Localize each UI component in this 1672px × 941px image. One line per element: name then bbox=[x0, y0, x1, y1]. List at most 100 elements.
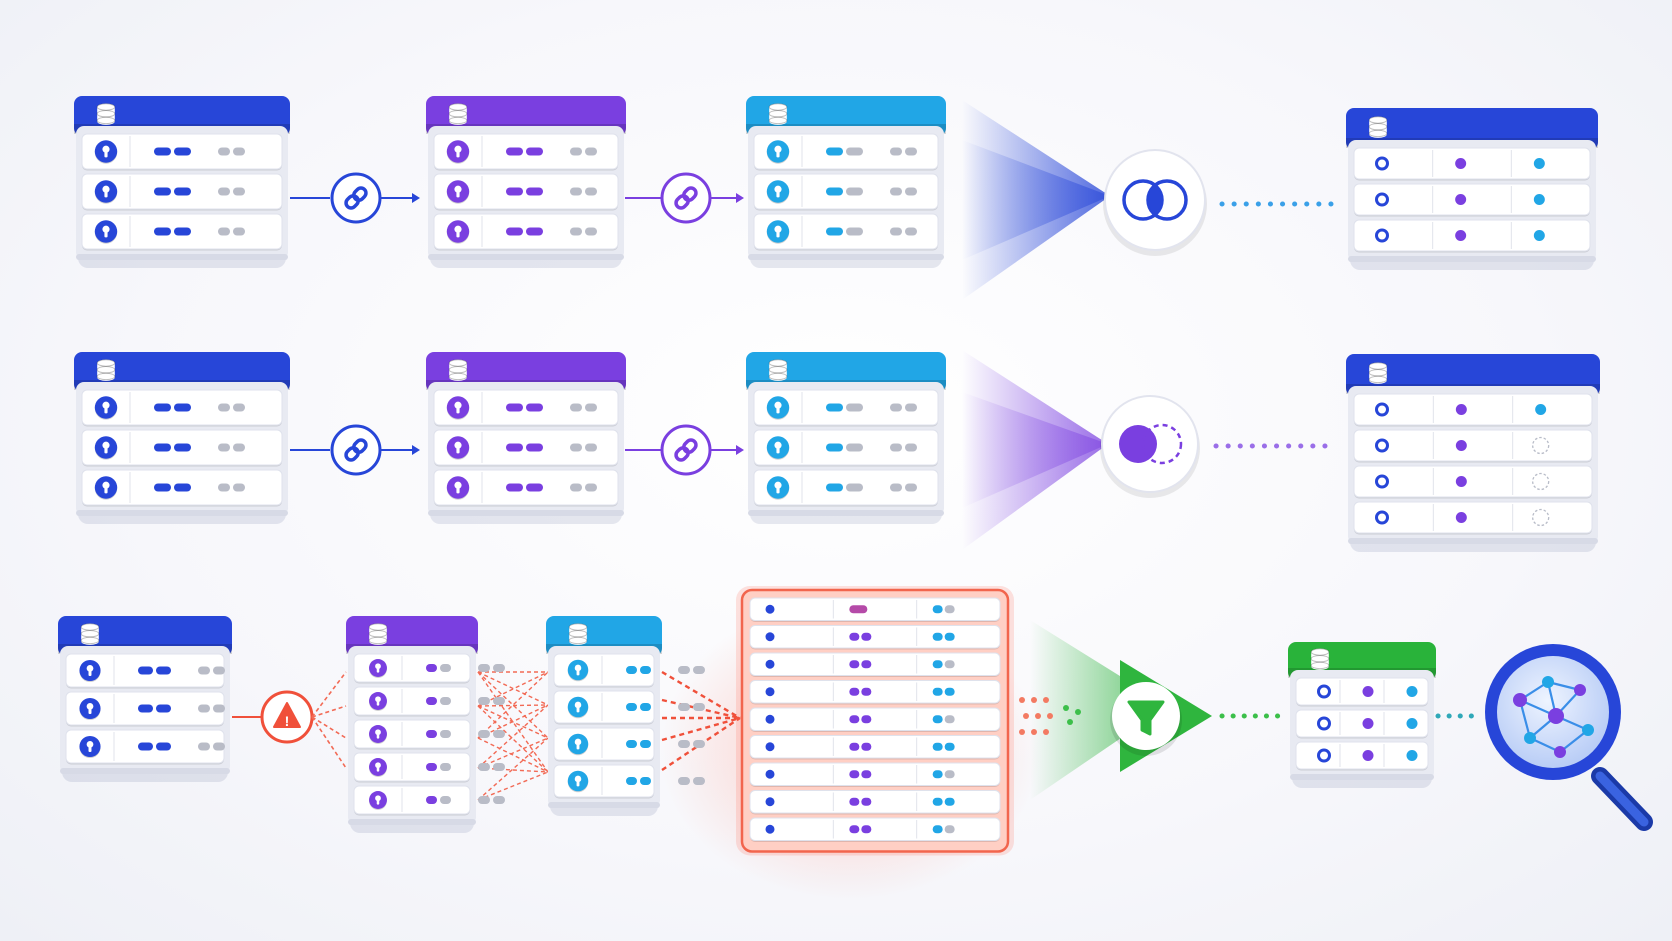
table-users[interactable] bbox=[58, 616, 232, 782]
table-row[interactable] bbox=[353, 785, 505, 816]
table-row[interactable] bbox=[81, 389, 283, 427]
key-icon bbox=[766, 140, 790, 164]
table-orders[interactable] bbox=[426, 96, 626, 268]
database-icon bbox=[448, 103, 468, 125]
link-node[interactable] bbox=[330, 172, 382, 224]
table-row[interactable] bbox=[65, 653, 225, 689]
table-row[interactable] bbox=[353, 752, 505, 783]
key-marker bbox=[1375, 192, 1389, 207]
value-pill bbox=[138, 704, 171, 713]
table-row[interactable] bbox=[353, 653, 505, 684]
table-row[interactable] bbox=[1353, 429, 1593, 463]
table-row[interactable] bbox=[753, 389, 939, 427]
table-orders[interactable] bbox=[346, 616, 505, 833]
arrow-head bbox=[736, 445, 744, 455]
fanout-lines-1 bbox=[311, 671, 347, 769]
table-row[interactable] bbox=[553, 727, 705, 762]
table-row[interactable] bbox=[81, 469, 283, 507]
value-pill bbox=[826, 147, 863, 156]
venn-node[interactable] bbox=[1103, 149, 1207, 256]
key-marker bbox=[765, 742, 775, 752]
table-row[interactable] bbox=[433, 389, 619, 427]
value-dot bbox=[1455, 512, 1467, 523]
warning-node[interactable]: ! bbox=[260, 690, 314, 744]
table-row[interactable] bbox=[433, 213, 619, 251]
table-row[interactable] bbox=[81, 133, 283, 171]
key-icon bbox=[79, 697, 101, 721]
table-row[interactable] bbox=[753, 133, 939, 171]
key-icon bbox=[94, 396, 118, 420]
table-products[interactable] bbox=[746, 96, 946, 268]
table-row[interactable] bbox=[749, 817, 1001, 842]
table-row[interactable] bbox=[1353, 465, 1593, 499]
table-row[interactable] bbox=[353, 686, 505, 717]
table-row[interactable] bbox=[65, 691, 225, 727]
table-row[interactable] bbox=[753, 469, 939, 507]
table-row[interactable] bbox=[1295, 741, 1429, 771]
table-row[interactable] bbox=[1353, 147, 1591, 181]
result-table-inner-join[interactable] bbox=[1346, 108, 1598, 270]
venn-node[interactable] bbox=[1100, 395, 1200, 498]
exploded-join-table[interactable] bbox=[736, 586, 1014, 856]
table-row[interactable] bbox=[553, 690, 705, 725]
key-icon bbox=[94, 220, 118, 244]
table-row[interactable] bbox=[433, 173, 619, 211]
table-row[interactable] bbox=[553, 653, 705, 688]
value-pill bbox=[826, 187, 863, 196]
table-row[interactable] bbox=[1353, 183, 1591, 217]
table-row[interactable] bbox=[353, 719, 505, 750]
table-products[interactable] bbox=[546, 616, 705, 816]
table-row[interactable] bbox=[749, 707, 1001, 732]
table-users[interactable] bbox=[74, 352, 290, 524]
table-products[interactable] bbox=[746, 352, 946, 524]
magnifier-graph-icon[interactable] bbox=[1485, 644, 1653, 831]
missing-value-marker bbox=[1532, 472, 1550, 491]
link-node[interactable] bbox=[330, 424, 382, 476]
value-pill bbox=[849, 687, 872, 696]
value-pill bbox=[932, 797, 955, 806]
value-pill bbox=[626, 666, 651, 674]
table-row[interactable] bbox=[81, 213, 283, 251]
database-icon bbox=[568, 623, 588, 645]
table-orders[interactable] bbox=[426, 352, 626, 524]
value-pill bbox=[218, 483, 245, 492]
table-row[interactable] bbox=[1295, 677, 1429, 707]
table-row[interactable] bbox=[753, 173, 939, 211]
result-table-filtered[interactable] bbox=[1288, 642, 1436, 788]
value-dot bbox=[1533, 194, 1545, 205]
table-row[interactable] bbox=[749, 652, 1001, 677]
table-row[interactable] bbox=[753, 213, 939, 251]
table-row[interactable] bbox=[433, 133, 619, 171]
table-row[interactable] bbox=[433, 469, 619, 507]
table-row[interactable] bbox=[749, 762, 1001, 787]
table-row[interactable] bbox=[81, 429, 283, 467]
key-icon bbox=[567, 659, 589, 682]
table-row[interactable] bbox=[1353, 219, 1591, 253]
table-row[interactable] bbox=[749, 680, 1001, 705]
table-row[interactable] bbox=[81, 173, 283, 211]
result-table-left-join[interactable] bbox=[1346, 354, 1600, 552]
key-marker bbox=[765, 769, 775, 779]
table-row[interactable] bbox=[65, 729, 225, 765]
link-node[interactable] bbox=[660, 172, 712, 224]
table-row[interactable] bbox=[753, 429, 939, 467]
table-row[interactable] bbox=[749, 597, 1001, 622]
value-dot bbox=[1406, 718, 1418, 729]
key-icon bbox=[446, 220, 470, 244]
table-row[interactable] bbox=[749, 735, 1001, 760]
table-row[interactable] bbox=[1353, 501, 1593, 535]
table-users[interactable] bbox=[74, 96, 290, 268]
link-node[interactable] bbox=[660, 424, 712, 476]
venn-overlap-icon bbox=[1122, 179, 1188, 221]
arrow-head bbox=[412, 445, 420, 455]
table-row[interactable] bbox=[553, 764, 705, 799]
table-row[interactable] bbox=[749, 625, 1001, 650]
value-dot bbox=[1362, 718, 1374, 729]
table-row[interactable] bbox=[749, 790, 1001, 815]
table-row[interactable] bbox=[433, 429, 619, 467]
filter-node[interactable] bbox=[1110, 682, 1182, 756]
table-row[interactable] bbox=[1353, 393, 1593, 427]
chain-link-icon bbox=[674, 186, 698, 210]
key-marker bbox=[765, 687, 775, 697]
table-row[interactable] bbox=[1295, 709, 1429, 739]
